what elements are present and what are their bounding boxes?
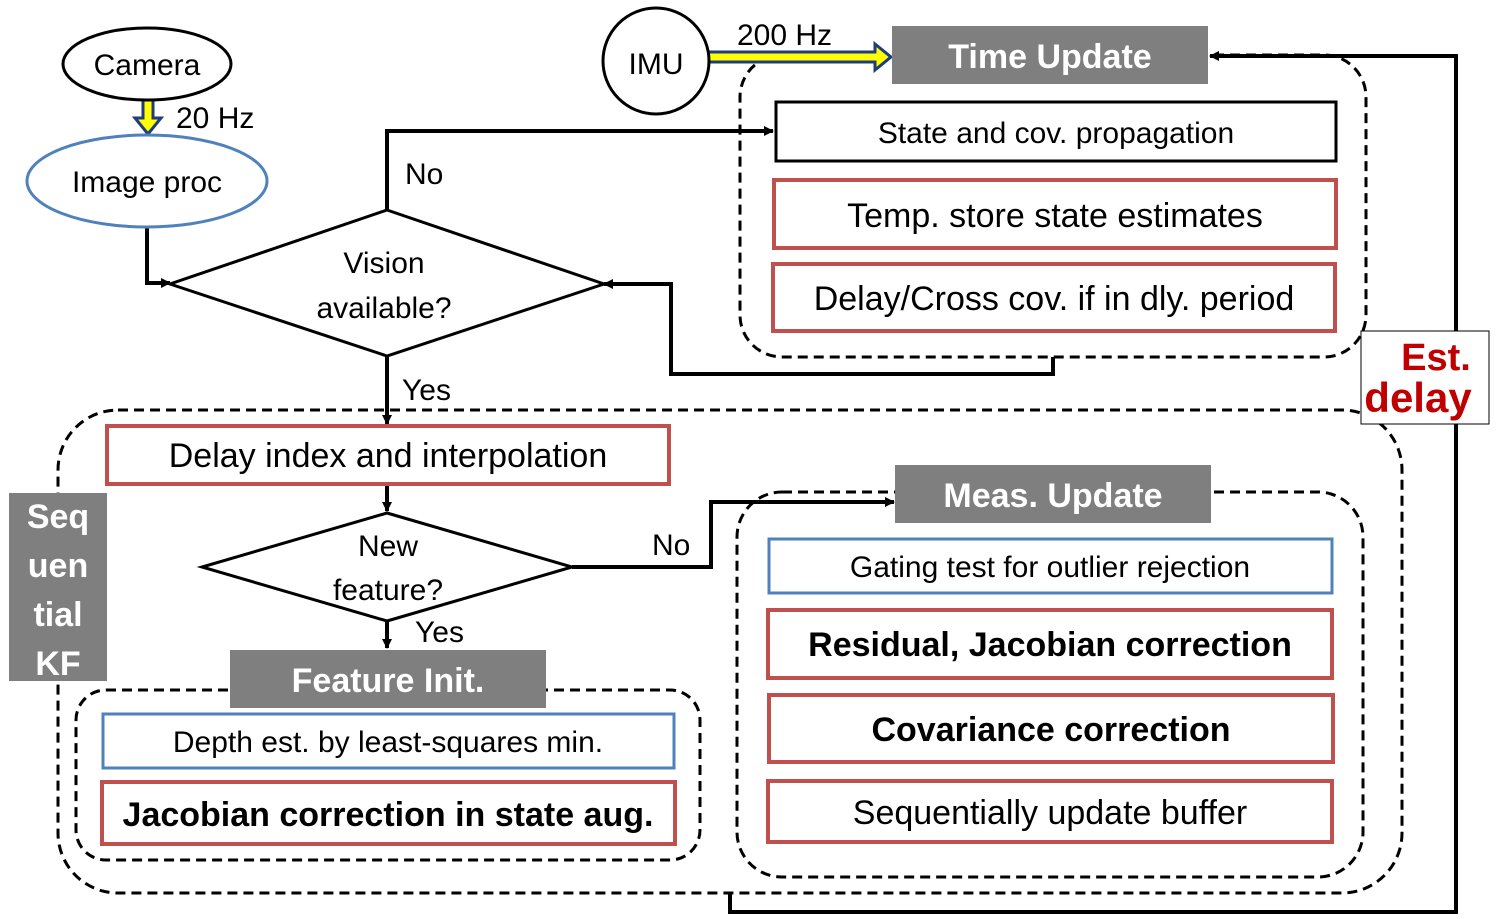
feature-init-title-box xyxy=(230,650,546,708)
image-proc-label: Image proc xyxy=(72,166,222,199)
est-delay-box xyxy=(1360,330,1490,425)
delay-index-box xyxy=(105,424,671,486)
est-delay-line2: delay xyxy=(1364,374,1472,421)
time-step-crosscov-box xyxy=(771,262,1337,333)
vision-line1: Vision xyxy=(343,247,424,280)
feature-step-jacobian-box xyxy=(100,780,677,846)
feature-init-title: Feature Init. xyxy=(292,662,485,700)
meas-step-residual: Residual, Jacobian correction xyxy=(808,626,1292,664)
time-update-title: Time Update xyxy=(948,38,1151,76)
meas-update-title-box xyxy=(895,465,1211,523)
camera-rate-label: 20 Hz xyxy=(176,102,254,135)
arrow-est-delay-feedback xyxy=(728,51,1458,914)
camera-node xyxy=(61,26,233,102)
vision-no-label: No xyxy=(405,158,443,191)
feature-line1: New xyxy=(358,530,418,563)
meas-step-residual-box xyxy=(766,608,1334,680)
meas-update-title: Meas. Update xyxy=(943,477,1162,515)
vision-yes-label: Yes xyxy=(402,374,451,407)
feature-step-depth-box xyxy=(101,712,676,770)
sequential-kf-label-box xyxy=(9,493,107,681)
meas-step-gating: Gating test for outlier rejection xyxy=(850,551,1250,584)
arrow-imageproc-to-vision xyxy=(145,228,171,288)
sequential-kf-line3: tial xyxy=(33,596,82,634)
imu-label: IMU xyxy=(629,48,684,81)
time-step-store: Temp. store state estimates xyxy=(847,197,1263,235)
sequential-kf-line1: Seq xyxy=(27,498,89,536)
arrow-vision-no xyxy=(385,126,774,210)
sequential-kf-line2: uen xyxy=(28,547,88,585)
sequential-kf-line4: KF xyxy=(35,645,80,683)
meas-step-covariance: Covariance correction xyxy=(871,711,1230,749)
camera-label: Camera xyxy=(94,49,201,82)
time-step-propagation-box xyxy=(774,100,1338,163)
time-step-store-box xyxy=(772,178,1338,250)
delay-index-label: Delay index and interpolation xyxy=(169,437,608,475)
vision-available-diamond xyxy=(165,208,609,358)
vision-line2: available? xyxy=(316,292,451,325)
feature-no-label: No xyxy=(652,529,690,562)
est-delay-line1: Est. xyxy=(1401,337,1471,379)
feature-step-jacobian: Jacobian correction in state aug. xyxy=(123,796,654,834)
arrow-feature-no xyxy=(572,497,895,569)
time-step-propagation: State and cov. propagation xyxy=(878,117,1234,150)
time-step-crosscov: Delay/Cross cov. if in dly. period xyxy=(814,280,1295,318)
meas-update-container xyxy=(735,490,1365,879)
new-feature-diamond xyxy=(196,511,578,623)
image-proc-node xyxy=(25,133,269,229)
meas-step-buffer-box xyxy=(766,779,1334,844)
meas-step-buffer: Sequentially update buffer xyxy=(853,794,1247,832)
camera-rate-arrow xyxy=(131,98,165,137)
meas-step-covariance-box xyxy=(767,693,1335,764)
arrow-time-update-to-vision xyxy=(603,279,1055,376)
feature-line2: feature? xyxy=(333,574,443,607)
time-update-container xyxy=(738,53,1368,359)
imu-rate-arrow xyxy=(706,40,894,74)
imu-rate-label: 200 Hz xyxy=(737,19,832,52)
time-update-title-box xyxy=(892,26,1208,84)
feature-step-depth: Depth est. by least-squares min. xyxy=(173,726,603,759)
imu-node xyxy=(601,6,711,116)
meas-step-gating-box xyxy=(767,537,1334,595)
feature-yes-label: Yes xyxy=(415,616,464,649)
